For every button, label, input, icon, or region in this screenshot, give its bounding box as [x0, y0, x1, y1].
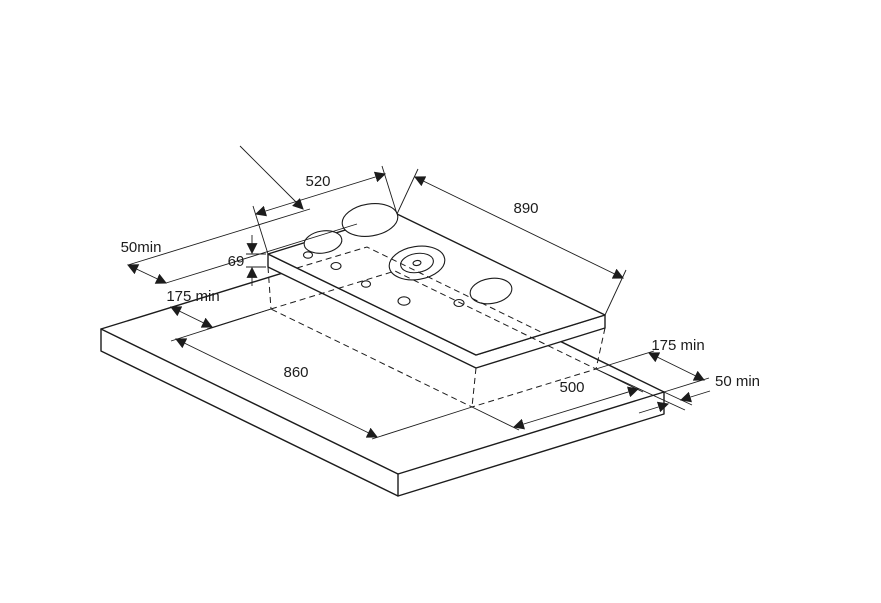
- dim-clearance-front-right: 50 min: [595, 368, 760, 414]
- dim-cutout-length: 860: [170, 308, 473, 440]
- burner-wok-hub: [412, 259, 422, 267]
- control-knob-3: [360, 280, 372, 288]
- burner-right: [469, 277, 513, 305]
- dim-clearance-rear-left: 50min: [121, 208, 358, 284]
- control-knob-2: [330, 261, 342, 271]
- control-knob-4: [397, 296, 411, 306]
- control-knob-5: [453, 298, 465, 308]
- dim-label-clearance-side-left: 175 min: [166, 288, 219, 305]
- burner-front-left: [303, 230, 343, 254]
- leader-arrow: [239, 145, 304, 210]
- dim-hob-height: 69: [228, 235, 266, 286]
- dim-label-hob-depth: 520: [305, 173, 330, 190]
- dim-label-hob-width: 890: [513, 200, 538, 217]
- dimensions: 520 890 69 50min 175 min: [121, 165, 760, 440]
- dim-label-clearance-side-right: 175 min: [651, 337, 704, 354]
- dim-hob-width: 890: [396, 168, 627, 316]
- drop-line-front: [471, 367, 477, 408]
- drop-line-right: [595, 327, 606, 370]
- dim-label-cutout-depth: 500: [559, 379, 584, 396]
- dim-hob-depth: 520: [252, 165, 398, 255]
- drop-line-left: [267, 266, 272, 310]
- dim-label-clearance-front-right: 50 min: [715, 373, 760, 390]
- dim-label-clearance-rear-left: 50min: [121, 239, 162, 256]
- control-knob-1: [302, 251, 314, 259]
- countertop-hidden-back-edge: [296, 246, 546, 335]
- dim-label-cutout-length: 860: [283, 364, 308, 381]
- dim-clearance-side-right: 175 min: [595, 337, 710, 393]
